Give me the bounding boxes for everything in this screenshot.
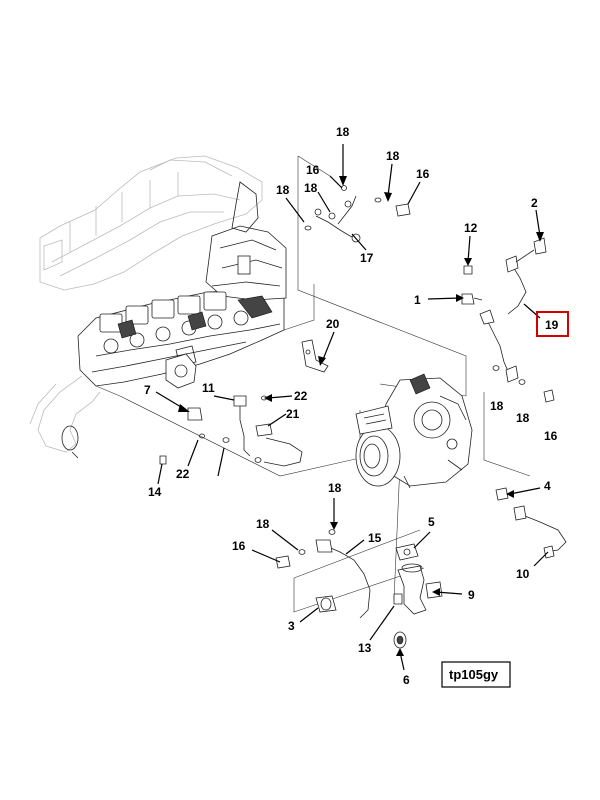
callout-2: 2 <box>531 196 538 210</box>
callout-18: 18 <box>276 183 290 197</box>
part-13-plug <box>393 593 403 605</box>
callout-18: 18 <box>256 517 270 531</box>
callout-22: 22 <box>176 467 190 481</box>
part-7-fitting <box>187 407 203 421</box>
washers-18 <box>492 365 555 403</box>
callout-18: 18 <box>516 411 530 425</box>
callout-19: 19 <box>545 318 559 332</box>
part-6-seal <box>393 631 407 649</box>
exhaust-elbow <box>29 375 101 459</box>
callout-21: 21 <box>286 407 300 421</box>
callout-12: 12 <box>464 221 478 235</box>
part-4-fitting <box>495 487 509 501</box>
callout-17: 17 <box>360 251 374 265</box>
callout-9: 9 <box>468 588 475 602</box>
callout-1: 1 <box>414 293 421 307</box>
callout-18: 18 <box>386 149 400 163</box>
turbocharger <box>355 373 473 489</box>
callout-18: 18 <box>490 399 504 413</box>
callout-16: 16 <box>544 429 558 443</box>
callout-11: 11 <box>202 381 215 395</box>
part-12-plug <box>463 265 473 275</box>
callout-16: 16 <box>232 539 246 553</box>
callout-20: 20 <box>326 317 340 331</box>
callout-13: 13 <box>358 641 372 655</box>
callout-7: 7 <box>144 383 151 397</box>
engine-assembly <box>29 155 287 459</box>
part-10-line <box>513 505 567 559</box>
part-16-fitting-top <box>374 197 411 217</box>
callout-4: 4 <box>544 479 551 493</box>
figure-id-box: tp105gy <box>441 661 511 688</box>
callout-18: 18 <box>304 181 318 195</box>
part-3-fitting <box>315 595 337 613</box>
part-15-line <box>275 529 371 619</box>
callout-14: 14 <box>148 485 162 499</box>
callout-19-highlighted: 19 <box>536 311 569 337</box>
assembly-outline-lines <box>95 155 531 613</box>
part-14-bolt <box>159 455 167 465</box>
callout-3: 3 <box>288 619 295 633</box>
exhaust-manifold-ghost <box>39 155 263 291</box>
callout-10: 10 <box>516 567 530 581</box>
callout-labels: 18 16 18 16 18 18 17 2 12 1 19 20 7 11 2… <box>144 125 569 687</box>
engine-block <box>77 181 287 387</box>
parts <box>159 185 567 649</box>
callout-16: 16 <box>306 163 320 177</box>
part-11-line <box>233 395 303 467</box>
callout-6: 6 <box>403 673 410 687</box>
part-21-fitting <box>255 423 273 437</box>
callout-22: 22 <box>294 389 308 403</box>
figure-id-label: tp105gy <box>449 667 499 682</box>
callout-18: 18 <box>336 125 350 139</box>
part-9-elbow <box>397 563 443 615</box>
engine-bracket-area <box>165 353 197 389</box>
callout-18: 18 <box>328 481 342 495</box>
callout-5: 5 <box>428 515 435 529</box>
part-5-gasket <box>395 543 419 561</box>
callout-15: 15 <box>368 531 382 545</box>
part-19-line <box>479 237 547 383</box>
part-1-fitting <box>461 293 483 305</box>
callout-16: 16 <box>416 167 430 181</box>
